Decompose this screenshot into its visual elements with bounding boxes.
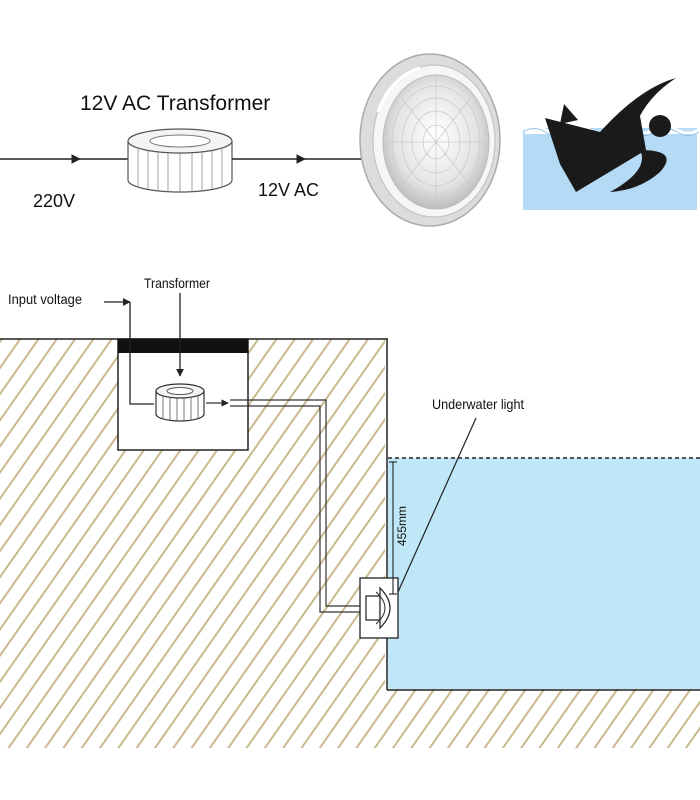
installation-cross-section: 455mm Input voltage Transformer Underwat… [0, 275, 700, 748]
pool-water [388, 458, 700, 689]
underwater-light-title: Underwater light [432, 396, 524, 412]
par56-lamp-icon [359, 53, 501, 227]
underwater-light-icon [365, 586, 391, 630]
underwater-use-icon [522, 78, 700, 210]
wiring-overview: 12V AC Transformer 220V 12V AC [0, 53, 700, 227]
input-voltage-title: Input voltage [8, 291, 82, 307]
depth-label: 455mm [395, 506, 409, 546]
transformer-cylinder-icon [127, 128, 233, 193]
transformer-title: 12V AC Transformer [80, 92, 270, 115]
output-voltage-label: 12V AC [258, 180, 319, 200]
underwater-light-pointer [397, 417, 477, 593]
transformer-title-install: Transformer [144, 275, 210, 291]
input-voltage-wire-drop [129, 302, 154, 405]
housing-lid [118, 339, 248, 353]
input-voltage-label: 220V [33, 191, 75, 211]
depth-dimension [389, 461, 397, 595]
buried-transformer-icon [155, 383, 205, 422]
low-voltage-cable [206, 399, 366, 613]
